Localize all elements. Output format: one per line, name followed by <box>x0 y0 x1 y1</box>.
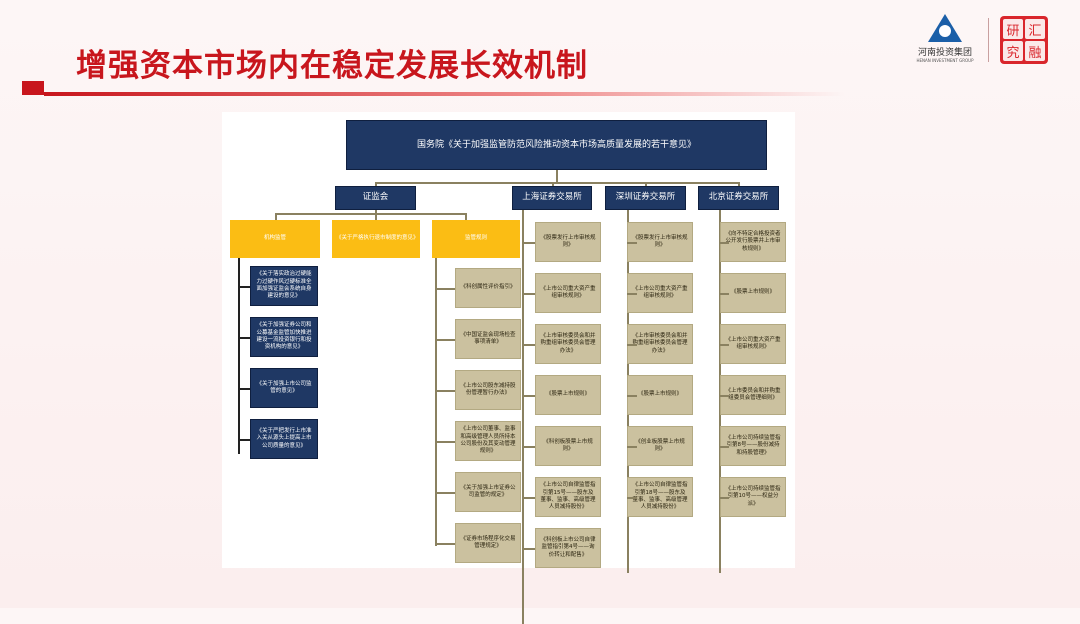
connector-line <box>375 182 377 186</box>
csrc-category: 《关于严格执行退市制度的意见》 <box>332 220 420 258</box>
title-accent-block <box>22 81 44 95</box>
logo-name-cn: 河南投资集团 <box>917 48 972 58</box>
connector-line <box>238 337 250 339</box>
document-node: 《上市公司董事、监事和高级管理人员所持本公司股份及其变动管理规则》 <box>455 421 521 461</box>
logo-divider <box>988 18 989 62</box>
szse-node: 深圳证券交易所 <box>605 186 686 210</box>
connector-line <box>719 293 729 295</box>
document-node: 《科创板股票上市规则》 <box>535 426 601 466</box>
connector-line <box>552 182 554 186</box>
connector-line <box>627 344 637 346</box>
connector-line <box>719 497 729 499</box>
logo-name-en: HENAN INVESTMENT GROUP <box>916 58 974 63</box>
connector-line <box>435 441 455 443</box>
document-node: 《上市公司重大资产重组审核规则》 <box>720 324 786 364</box>
connector-line <box>522 210 524 624</box>
document-node: 《上市公司自律监管指引第15号——股东及董事、监事、高级管理人员减持股份》 <box>535 477 601 517</box>
research-seal-logo: 研 汇 究 融 <box>1000 16 1048 64</box>
seal-char: 汇 <box>1025 19 1045 39</box>
connector-line <box>522 548 535 550</box>
connector-line <box>435 543 455 545</box>
connector-line <box>627 497 637 499</box>
document-node: 《上市委员会和并购重组委员会管理细则》 <box>720 375 786 415</box>
connector-line <box>645 182 647 186</box>
slide-title: 增强资本市场内在稳定发展长效机制 <box>76 48 588 84</box>
connector-line <box>627 395 637 397</box>
connector-line <box>522 446 535 448</box>
connector-line <box>738 182 740 186</box>
document-node: 《关于加强上市证券公司监管的规定》 <box>455 472 521 512</box>
document-node: 《科创板上市公司自律监管指引第4号——询价转让和配售》 <box>535 528 601 568</box>
document-node: 《上市公司股东减持股份管理暂行办法》 <box>455 370 521 410</box>
connector-line <box>238 286 250 288</box>
root-node: 国务院《关于加强监管防范风险推动资本市场高质量发展的若干意见》 <box>346 120 767 170</box>
title-underline <box>44 92 844 96</box>
connector-line <box>275 213 465 215</box>
document-node: 《科创属性评价指引》 <box>455 268 521 308</box>
connector-line <box>522 242 535 244</box>
document-node: 《上市审核委员会和并购重组审核委员会管理办法》 <box>535 324 601 364</box>
connector-line <box>522 497 535 499</box>
document-node: 《证券市场程序化交易管理规定》 <box>455 523 521 563</box>
sse-node: 上海证券交易所 <box>512 186 592 210</box>
connector-line <box>719 242 729 244</box>
connector-line <box>435 492 455 494</box>
connector-line <box>375 213 377 220</box>
document-node: 《股票发行上市审核规则》 <box>535 222 601 262</box>
document-node: 《股票上市规则》 <box>535 375 601 415</box>
csrc-category: 监管规则 <box>432 220 520 258</box>
document-node: 《股票上市规则》 <box>627 375 693 415</box>
connector-line <box>522 344 535 346</box>
connector-line <box>238 439 250 441</box>
document-node: 《上市公司持续监管指引第8号——股份减持和持股管理》 <box>720 426 786 466</box>
connector-line <box>435 258 437 546</box>
connector-line <box>435 339 455 341</box>
connector-line <box>465 213 467 220</box>
document-node: 《股票上市规则》 <box>720 273 786 313</box>
logo-triangle-icon <box>928 14 962 42</box>
connector-line <box>719 446 729 448</box>
document-node: 《上市公司持续监管指引第10号——权益分派》 <box>720 477 786 517</box>
seal-char: 研 <box>1003 19 1023 39</box>
seal-char: 融 <box>1025 41 1045 61</box>
connector-line <box>627 446 637 448</box>
document-node: 《上市公司重大资产重组审核规则》 <box>535 273 601 313</box>
connector-line <box>627 242 637 244</box>
connector-line <box>556 170 558 182</box>
connector-line <box>522 395 535 397</box>
seal-char: 究 <box>1003 41 1023 61</box>
bse-node: 北京证券交易所 <box>698 186 779 210</box>
document-node: 《关于加强上市公司监管的意见》 <box>250 368 318 408</box>
connector-line <box>375 182 739 184</box>
document-node: 《创业板股票上市规则》 <box>627 426 693 466</box>
csrc-node: 证监会 <box>335 186 416 210</box>
connector-line <box>719 344 729 346</box>
document-node: 《上市审核委员会和并购重组审核委员会管理办法》 <box>627 324 693 364</box>
henan-investment-logo: 河南投资集团 HENAN INVESTMENT GROUP <box>910 14 980 66</box>
regulation-org-chart: 国务院《关于加强监管防范风险推动资本市场高质量发展的若干意见》 证监会 上海证券… <box>222 112 795 624</box>
connector-line <box>627 293 637 295</box>
connector-line <box>238 258 240 454</box>
connector-line <box>238 388 250 390</box>
connector-line <box>435 288 455 290</box>
document-node: 《关于加强证券公司和公募基金监管加快推进建设一流投资银行和投资机构的意见》 <box>250 317 318 357</box>
connector-line <box>375 210 377 213</box>
document-node: 《关于严把发行上市准入关从源头上提高上市公司质量的意见》 <box>250 419 318 459</box>
connector-line <box>275 213 277 220</box>
csrc-category: 机构监管 <box>230 220 320 258</box>
document-node: 《中国证监会现场检查事项清单》 <box>455 319 521 359</box>
connector-line <box>522 293 535 295</box>
connector-line <box>719 395 729 397</box>
document-node: 《关于落实政治过硬能力过硬作风过硬标准全面加强证监会系统自身建设的意见》 <box>250 266 318 306</box>
connector-line <box>435 390 455 392</box>
document-node: 《向不特定合格投资者公开发行股票并上市审核规则》 <box>720 222 786 262</box>
